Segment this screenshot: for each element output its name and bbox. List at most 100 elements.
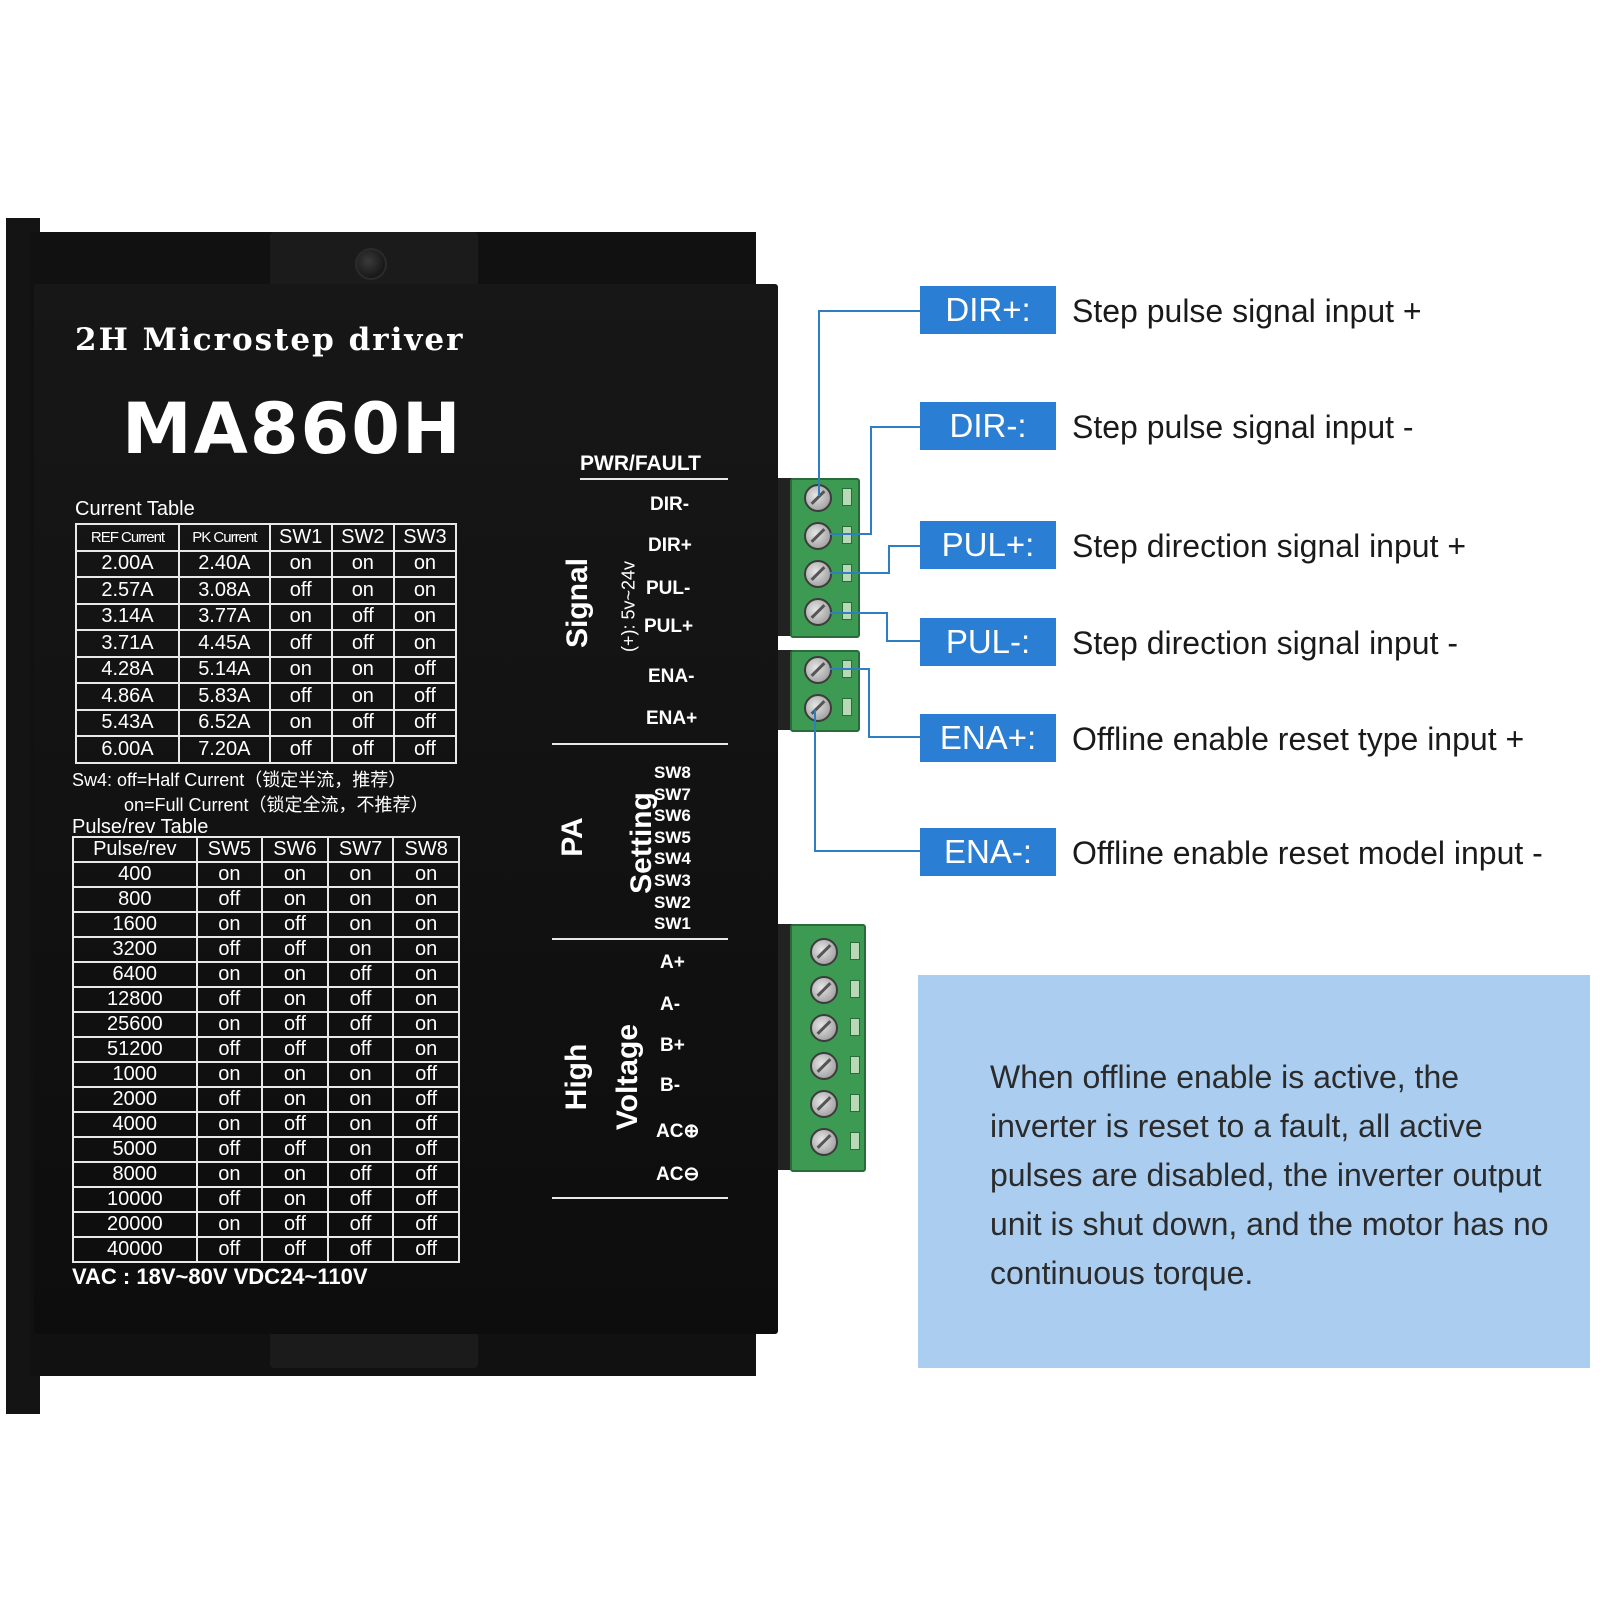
voltage-rating: VAC : 18V~80V VDC24~110V xyxy=(72,1264,368,1289)
table-cell: on xyxy=(330,549,395,578)
table-cell: on xyxy=(261,961,329,988)
wire-ena-minus-vertical xyxy=(814,710,816,852)
label-ac-minus: AC⊖ xyxy=(656,1164,700,1185)
callout-tag-pul-plus: PUL+: xyxy=(920,521,1056,569)
table-cell: 2000 xyxy=(72,1086,198,1113)
table-cell: 8000 xyxy=(72,1161,198,1188)
wire-dir-minus-stub xyxy=(830,533,872,535)
terminal-screw-icon xyxy=(810,1014,838,1042)
table-cell: off xyxy=(392,1236,460,1263)
callout-desc-ena-plus: Offline enable reset type input + xyxy=(1072,721,1525,757)
table-cell: 5.83A xyxy=(177,682,271,711)
product-model: MA860H xyxy=(122,388,463,470)
table-cell: 7.20A xyxy=(177,735,271,764)
label-dir-minus: DIR- xyxy=(650,494,690,515)
table-cell: on xyxy=(392,549,458,578)
hv-label-line2: Voltage xyxy=(611,1023,644,1131)
table-cell: off xyxy=(330,602,395,631)
callout-desc-ena-minus: Offline enable reset model input - xyxy=(1072,835,1543,871)
label-ena-plus: ENA+ xyxy=(646,708,698,729)
table-cell: off xyxy=(268,735,333,764)
table-cell: off xyxy=(261,911,329,938)
table-cell: on xyxy=(195,861,264,888)
wire-pul-minus-stub xyxy=(830,612,888,614)
label-pul-minus: PUL- xyxy=(646,578,691,599)
table-cell: on xyxy=(268,655,333,684)
callout-tag-dir-plus: DIR+: xyxy=(920,286,1056,334)
table-cell: off xyxy=(392,1086,460,1113)
table-cell: off xyxy=(195,936,264,963)
hv-label-line1: High xyxy=(560,1043,593,1111)
terminal-pin xyxy=(850,980,860,998)
table-cell: 25600 xyxy=(72,1011,198,1038)
wire-dir-plus-vertical xyxy=(818,310,820,496)
table-cell: off xyxy=(392,1061,460,1088)
table-cell: 5.43A xyxy=(75,708,180,737)
wire-ena-plus-vertical xyxy=(868,668,870,738)
table-cell: on xyxy=(195,1061,264,1088)
label-b-plus: B+ xyxy=(660,1035,685,1056)
header-sw5: SW5 xyxy=(195,836,264,863)
table-cell: 12800 xyxy=(72,986,198,1013)
mounting-screw-icon xyxy=(355,248,387,280)
table-cell: off xyxy=(392,708,458,737)
terminal-screw-icon xyxy=(810,1128,838,1156)
pulse-table-title: Pulse/rev Table xyxy=(72,816,209,838)
table-cell: on xyxy=(326,861,395,888)
table-cell: on xyxy=(392,911,460,938)
label-sw5: SW5 xyxy=(654,828,691,847)
terminal-pin xyxy=(850,942,860,960)
table-cell: on xyxy=(392,602,458,631)
label-sw6: SW6 xyxy=(654,806,691,825)
table-cell: off xyxy=(195,1186,264,1213)
table-cell: off xyxy=(195,1236,264,1263)
header-sw7: SW7 xyxy=(326,836,395,863)
table-cell: 3.08A xyxy=(177,576,271,605)
label-a-minus: A- xyxy=(660,994,681,1015)
table-cell: on xyxy=(330,576,395,605)
wire-dir-plus-horizontal xyxy=(818,310,920,312)
table-cell: 3.77A xyxy=(177,602,271,631)
label-ac-plus: AC⊕ xyxy=(656,1121,700,1142)
table-cell: 6.52A xyxy=(177,708,271,737)
table-cell: off xyxy=(261,936,329,963)
signal-voltage-label: (+): 5v~24v xyxy=(618,560,639,653)
header-sw6: SW6 xyxy=(261,836,329,863)
pa-label-line1: PA xyxy=(556,817,589,857)
table-cell: on xyxy=(330,655,395,684)
table-cell: off xyxy=(330,735,395,764)
table-cell: on xyxy=(392,936,460,963)
table-cell: on xyxy=(268,708,333,737)
terminal-screw-icon xyxy=(810,976,838,1004)
table-cell: on xyxy=(392,886,460,913)
table-cell: on xyxy=(392,576,458,605)
wire-ena-plus-stub xyxy=(830,668,870,670)
table-cell: 10000 xyxy=(72,1186,198,1213)
table-cell: off xyxy=(261,1011,329,1038)
table-cell: off xyxy=(330,708,395,737)
wire-ena-plus-horizontal xyxy=(868,736,920,738)
table-cell: 51200 xyxy=(72,1036,198,1063)
table-cell: 1000 xyxy=(72,1061,198,1088)
table-cell: on xyxy=(261,1061,329,1088)
table-cell: 3200 xyxy=(72,936,198,963)
table-cell: 4.86A xyxy=(75,682,180,711)
label-sw3: SW3 xyxy=(654,871,691,890)
table-cell: on xyxy=(268,549,333,578)
table-cell: on xyxy=(326,1086,395,1113)
wire-pul-plus-horizontal xyxy=(888,545,920,547)
current-table: REF Current PK Current SW1 SW2 SW3 2.00A… xyxy=(75,523,458,764)
label-sw8: SW8 xyxy=(654,763,691,782)
table-cell: on xyxy=(326,1061,395,1088)
header-sw2: SW2 xyxy=(330,523,395,552)
table-cell: off xyxy=(326,1161,395,1188)
table-cell: on xyxy=(195,961,264,988)
current-table-title: Current Table xyxy=(75,498,195,520)
